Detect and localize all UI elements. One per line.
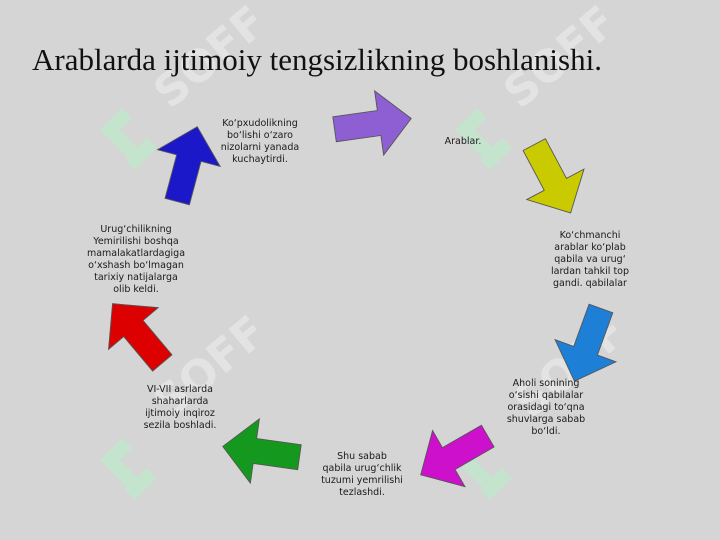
cycle-arrow-5	[222, 417, 302, 485]
cycle-arrow-2	[522, 138, 585, 214]
cycle-arrow-4	[420, 424, 495, 488]
cycle-label-uruglik: Urug‘chilikning Yemirilishi boshqa mamal…	[86, 224, 186, 295]
slide-title: Arablarda ijtimoiy tengsizlikning boshla…	[32, 42, 602, 77]
cycle-label-shu-sabab: Shu sabab qabila urug‘chlik tuzumi yemri…	[321, 451, 403, 498]
cycle-label-kopxudolik: Ko‘pxudolikning bo‘lishi o‘zaro nizolarn…	[220, 118, 300, 165]
cycle-label-vi-vii: VI-VII asrlarda shaharlarda ijtimoiy inq…	[143, 384, 217, 431]
cycle-arrow-1	[332, 89, 412, 157]
cycle-arrow-3	[554, 303, 618, 382]
cycle-arrow-7	[156, 126, 222, 206]
cycle-label-kochmanchi: Ko‘chmanchi arablar ko‘plab qabila va ur…	[550, 230, 630, 289]
cycle-label-arablar: Arablar.	[444, 136, 482, 147]
cycle-label-aholi: Aholi sonining o‘sishi qabilalar orasida…	[506, 378, 586, 437]
cycle-arrow-6	[108, 303, 173, 372]
